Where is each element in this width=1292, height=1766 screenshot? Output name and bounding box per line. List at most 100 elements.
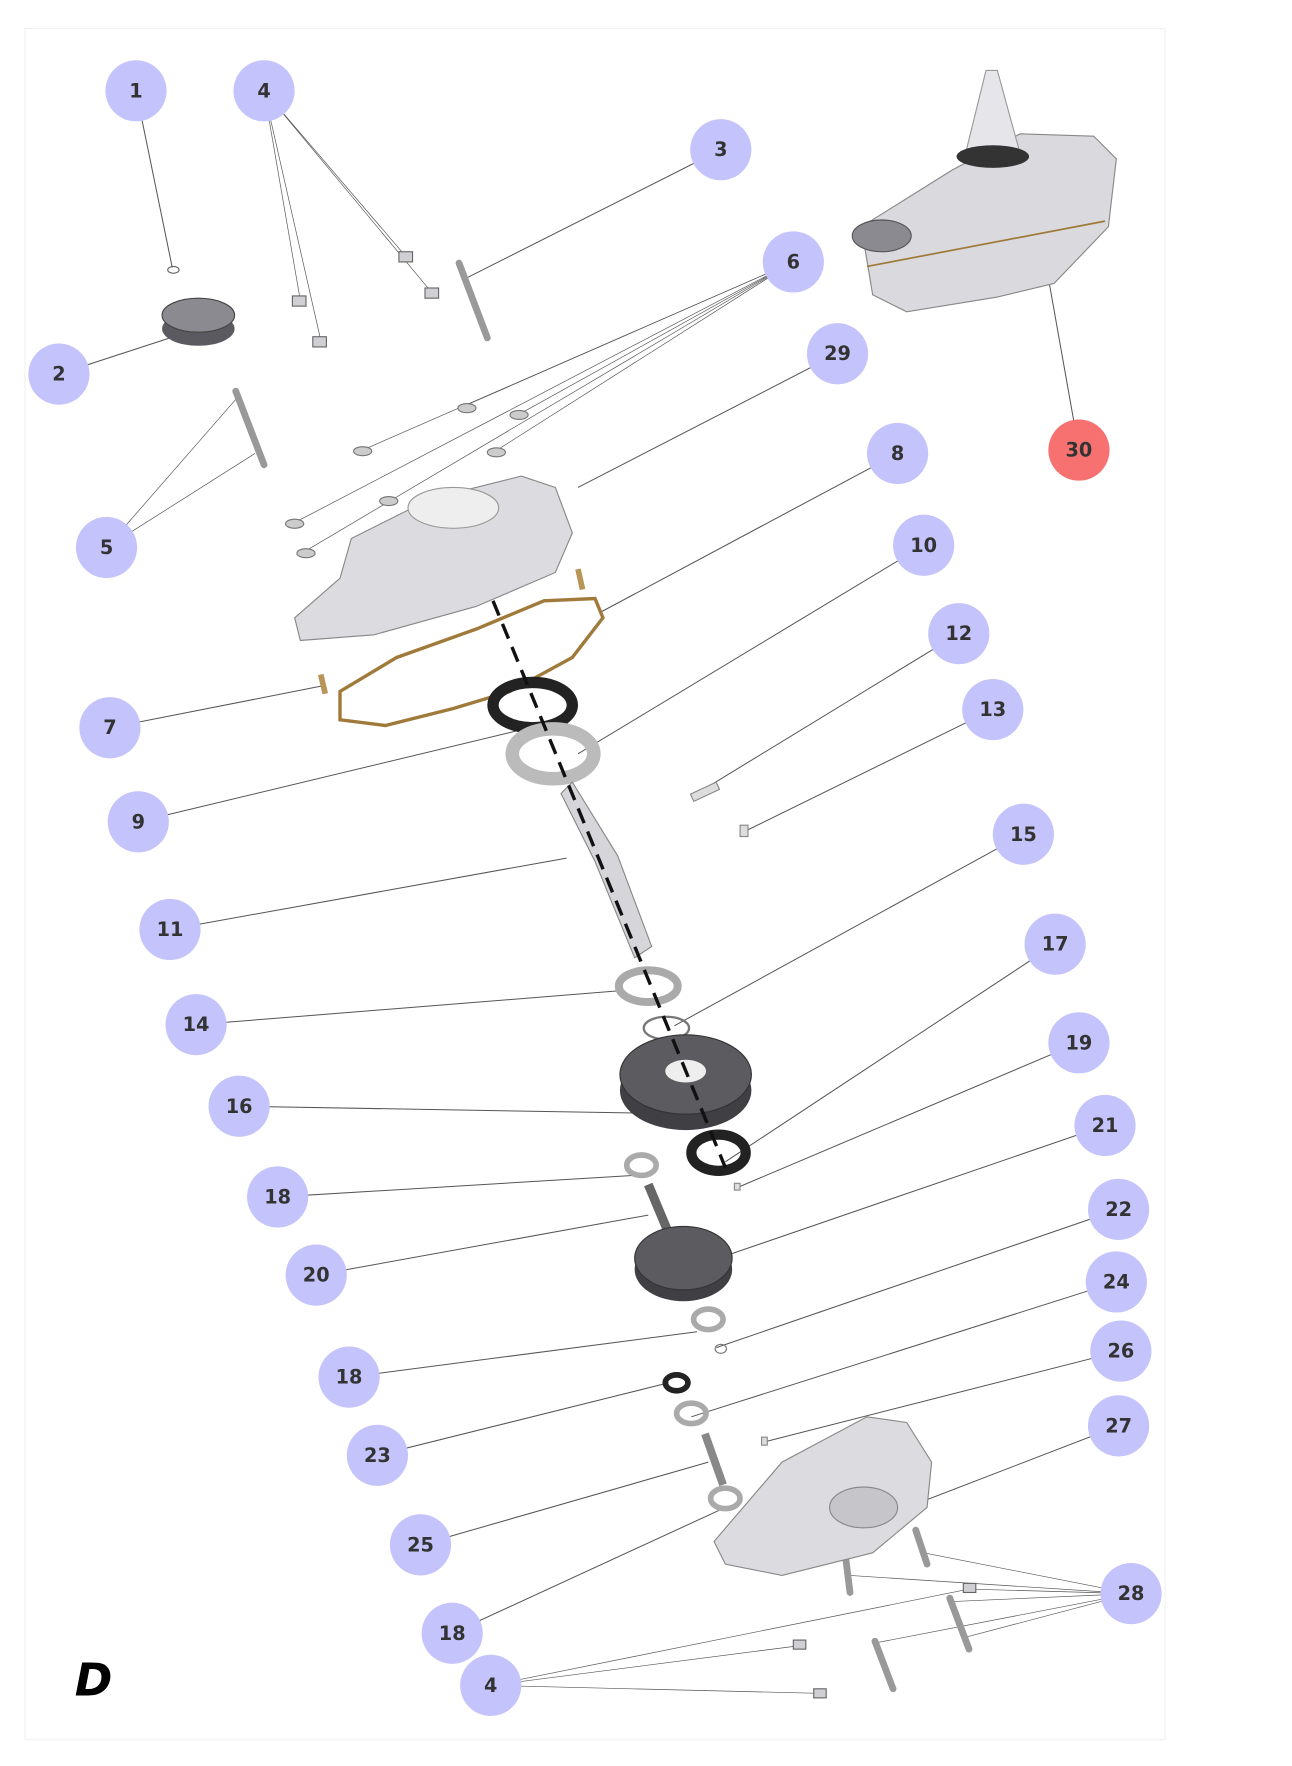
part-ring[interactable] (714, 1343, 728, 1354)
part-nuts[interactable] (291, 251, 977, 1699)
callout-20[interactable]: 20 (285, 1244, 347, 1306)
callout-bubble[interactable] (893, 514, 955, 576)
part-spacer-ring[interactable] (614, 966, 682, 1006)
callout-12[interactable]: 12 (928, 603, 990, 665)
part-gearbox-assembly[interactable] (851, 69, 1117, 313)
callout-bubble[interactable] (75, 516, 138, 579)
callout-19[interactable]: 19 (1048, 1012, 1110, 1074)
part-pin[interactable] (575, 568, 586, 591)
callout-number: 15 (1010, 823, 1037, 846)
callout-bubble[interactable] (1090, 1320, 1152, 1382)
callout-14[interactable]: 14 (165, 994, 227, 1056)
callout-bubble[interactable] (690, 119, 752, 181)
callout-5[interactable]: 5 (75, 516, 138, 579)
callout-bubble[interactable] (247, 1166, 309, 1228)
callout-bubble[interactable] (28, 343, 90, 405)
part-clip[interactable] (167, 265, 180, 274)
callout-16[interactable]: 16 (208, 1075, 270, 1137)
leader-line (169, 857, 567, 930)
callout-13[interactable]: 13 (962, 679, 1024, 741)
part-large-gear[interactable] (619, 1034, 752, 1131)
callout-bubble[interactable] (285, 1244, 347, 1306)
callout-24[interactable]: 24 (1085, 1251, 1147, 1313)
callout-22[interactable]: 22 (1088, 1178, 1150, 1240)
callout-bubble[interactable] (107, 791, 169, 853)
callout-bubble[interactable] (105, 60, 167, 122)
callout-15[interactable]: 15 (992, 803, 1054, 865)
callout-2[interactable]: 2 (28, 343, 90, 405)
callout-3[interactable]: 3 (690, 119, 752, 181)
callout-number: 22 (1105, 1198, 1132, 1221)
callout-8[interactable]: 8 (867, 422, 929, 485)
callout-4[interactable]: 4 (460, 1654, 522, 1716)
part-lower-seal[interactable] (686, 1129, 751, 1176)
callout-bubble[interactable] (806, 323, 869, 385)
leader-line (196, 990, 622, 1026)
callout-bubble[interactable] (318, 1346, 380, 1408)
callout-17[interactable]: 17 (1024, 913, 1086, 975)
callout-bubble[interactable] (139, 898, 201, 961)
callout-9[interactable]: 9 (107, 791, 169, 853)
callout-bubble[interactable] (1088, 1395, 1150, 1457)
part-top-cover[interactable] (294, 475, 573, 642)
callout-bubble[interactable] (460, 1654, 522, 1716)
callout-28[interactable]: 28 (1100, 1563, 1162, 1625)
part-gasket[interactable] (338, 596, 605, 728)
callout-30[interactable]: 30 (1048, 419, 1110, 481)
callout-26[interactable]: 26 (1090, 1320, 1152, 1382)
callout-23[interactable]: 23 (346, 1424, 408, 1486)
callout-bubble[interactable] (1088, 1178, 1150, 1240)
callout-4[interactable]: 4 (233, 60, 295, 122)
callout-18[interactable]: 18 (421, 1602, 483, 1664)
leader-line (466, 149, 722, 279)
callout-number: 9 (132, 810, 145, 833)
part-pin[interactable] (317, 673, 329, 695)
callout-bubble[interactable] (346, 1424, 408, 1486)
part-output-shaft[interactable] (701, 1432, 727, 1487)
callout-number: 25 (407, 1533, 434, 1556)
callout-18[interactable]: 18 (247, 1166, 309, 1228)
callout-21[interactable]: 21 (1074, 1094, 1136, 1157)
part-pin-small[interactable] (733, 1182, 741, 1191)
part-bearing[interactable] (505, 722, 601, 786)
callout-bubble[interactable] (928, 603, 990, 665)
callout-bubble[interactable] (1048, 419, 1110, 481)
callout-1[interactable]: 1 (105, 60, 167, 122)
part-key-tiny[interactable] (761, 1436, 768, 1446)
leader-line (490, 1645, 800, 1686)
callout-11[interactable]: 11 (139, 898, 201, 961)
callout-bubble[interactable] (1048, 1012, 1110, 1074)
callout-bubble[interactable] (867, 422, 929, 485)
callout-bubble[interactable] (992, 803, 1054, 865)
callout-29[interactable]: 29 (806, 323, 869, 385)
callout-bubble[interactable] (389, 1514, 452, 1576)
callout-25[interactable]: 25 (389, 1514, 452, 1576)
part-oring[interactable] (662, 1372, 691, 1394)
leader-line (517, 261, 794, 416)
callout-bubble[interactable] (962, 679, 1024, 741)
callout-10[interactable]: 10 (893, 514, 955, 576)
leader-line (316, 1214, 649, 1276)
callout-6[interactable]: 6 (762, 231, 824, 293)
callout-bubble[interactable] (233, 60, 295, 122)
part-cap[interactable] (161, 297, 236, 346)
part-small-key[interactable] (739, 824, 749, 838)
part-input-shaft[interactable] (560, 781, 653, 959)
callout-bubble[interactable] (165, 994, 227, 1056)
callout-18[interactable]: 18 (318, 1346, 380, 1408)
part-small-bearings[interactable] (623, 1152, 743, 1512)
callout-bubble[interactable] (208, 1075, 270, 1137)
callout-bubble[interactable] (762, 231, 824, 293)
part-key[interactable] (689, 781, 721, 803)
callout-bubble[interactable] (1074, 1094, 1136, 1157)
part-lower-housing[interactable] (713, 1416, 933, 1577)
part-gear[interactable] (634, 1225, 733, 1302)
callout-bubble[interactable] (79, 697, 141, 759)
callout-bubble[interactable] (421, 1602, 483, 1664)
part-washers[interactable] (285, 403, 529, 559)
callout-bubble[interactable] (1100, 1563, 1162, 1625)
callout-27[interactable]: 27 (1088, 1395, 1150, 1457)
callout-bubble[interactable] (1085, 1251, 1147, 1313)
callout-7[interactable]: 7 (79, 697, 141, 759)
callout-bubble[interactable] (1024, 913, 1086, 975)
